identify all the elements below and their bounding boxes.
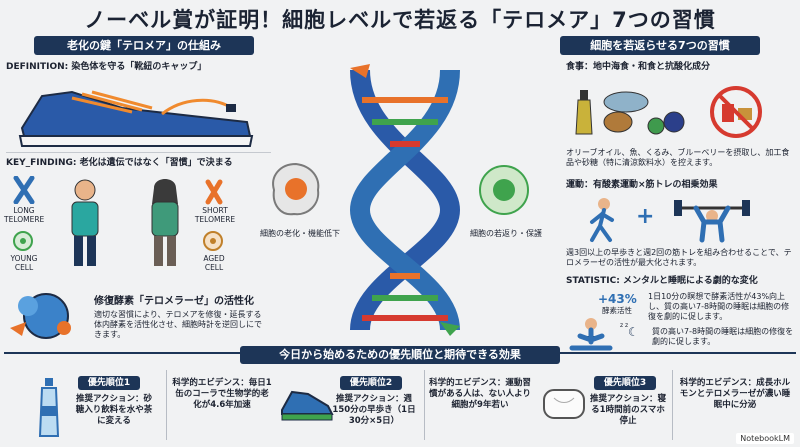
chromosome-short-icon xyxy=(205,179,223,205)
aged-person-icon xyxy=(151,179,179,266)
moon-icon: ☾ xyxy=(628,325,639,339)
page-title: ノーベル賞が証明！細胞レベルで若返る「テロメア」7つの習慣 xyxy=(84,8,716,32)
priority3-action: 推奨アクション：寝る1時間前のスマホ停止 xyxy=(589,394,667,426)
water-bottle-icon xyxy=(38,378,60,437)
plus-icon: + xyxy=(636,204,655,229)
young-cell-icon xyxy=(13,231,33,251)
chromosome-long-icon xyxy=(13,176,35,204)
right-header: 細胞を若返らせる7つの習慣 xyxy=(560,36,760,55)
left-header: 老化の鍵「テロメア」の仕組み xyxy=(34,36,254,55)
priority2-label: 優先順位2 xyxy=(340,376,402,390)
diet-title: 食事：地中海食・和食と抗酸化成分 xyxy=(566,62,711,72)
priority2-evidence: 科学的エビデンス：運動習慣がある人は、ない人より細胞が9年若い xyxy=(429,378,531,410)
stat-label: 酵素活性 xyxy=(602,306,632,315)
stat-value: +43% xyxy=(598,292,637,306)
meditation-icon xyxy=(569,318,613,351)
sneaker-icon xyxy=(18,90,254,147)
weightlifting-icon xyxy=(674,200,750,243)
zzz-text: z z xyxy=(620,322,629,329)
priority1-action: 推奨アクション：砂糖入り飲料を水や茶に変える xyxy=(75,394,153,426)
divider xyxy=(424,370,425,440)
priority3-evidence: 科学的エビデンス：成長ホルモンとテロメラーゼが濃い睡眠中に分泌 xyxy=(679,378,791,410)
priority3-label: 優先順位3 xyxy=(594,376,656,390)
sleep-text: 質の高い7-8時間の睡眠は細胞の修復を劇的に促します。 xyxy=(652,327,794,346)
aged-cell-label: AGED CELL xyxy=(203,254,225,272)
aging-label: 細胞の老化・機能低下 xyxy=(260,229,340,238)
walking-person-icon xyxy=(590,198,614,242)
rejuvenation-label: 細胞の若返り・保護 xyxy=(470,229,542,238)
young-person-icon xyxy=(71,179,99,266)
diet-text: オリーブオイル、魚、くるみ、ブルーベリーを摂取し、加工食品や砂糖（特に清涼飲料水… xyxy=(566,148,790,167)
exercise-text: 週3回以上の早歩きと週2回の筋トレを組み合わせることで、テロメラーゼの活性が最大… xyxy=(566,248,792,267)
stat-text: 1日10分の瞑想で酵素活性が43%向上し、質の高い7-8時間の睡眠は細胞の修復を… xyxy=(648,292,790,321)
running-shoe-icon xyxy=(281,390,334,421)
long-telomere-label: LONG TELOMERE xyxy=(4,206,45,224)
enzyme-title: 修復酵素「テロメラーゼ」の活性化 xyxy=(94,296,254,307)
enzyme-text: 適切な習慣により、テロメアを修復・延長する体内酵素を活性化させ、細胞時計を逆回し… xyxy=(94,310,262,339)
key-finding-text: KEY_FINDING: 老化は遺伝ではなく「習慣」で決まる xyxy=(6,158,233,168)
definition-text: DEFINITION: 染色体を守る「靴紐のキャップ」 xyxy=(6,62,207,72)
aged-cell-icon xyxy=(203,231,223,251)
dna-helix-icon xyxy=(349,64,461,336)
divider xyxy=(672,370,673,440)
healthy-food-icon xyxy=(575,86,762,138)
pillow-icon xyxy=(543,389,585,419)
telomerase-enzyme-icon xyxy=(10,293,71,339)
aging-cell-icon xyxy=(272,162,320,216)
exercise-title: 運動：有酸素運動×筋トレの相乗効果 xyxy=(566,180,718,190)
short-telomere-label: SHORT TELOMERE xyxy=(194,206,236,224)
rejuvenated-cell-icon xyxy=(479,165,529,215)
divider xyxy=(166,370,167,440)
notebooklm-logo: NotebookLM xyxy=(736,433,794,444)
priority-header: 今日から始めるための優先順位と期待できる効果 xyxy=(240,346,560,364)
young-cell-label: YOUNG CELL xyxy=(10,254,38,272)
priority2-action: 推奨アクション：週150分の早歩き（1日30分×5日） xyxy=(332,394,416,426)
priority1-evidence: 科学的エビデンス：毎日1缶のコーラで生物学的老化が4.6年加速 xyxy=(172,378,272,410)
priority1-label: 優先順位1 xyxy=(78,376,140,390)
statistic-title: STATISTIC: メンタルと睡眠による劇的な変化 xyxy=(566,276,758,286)
